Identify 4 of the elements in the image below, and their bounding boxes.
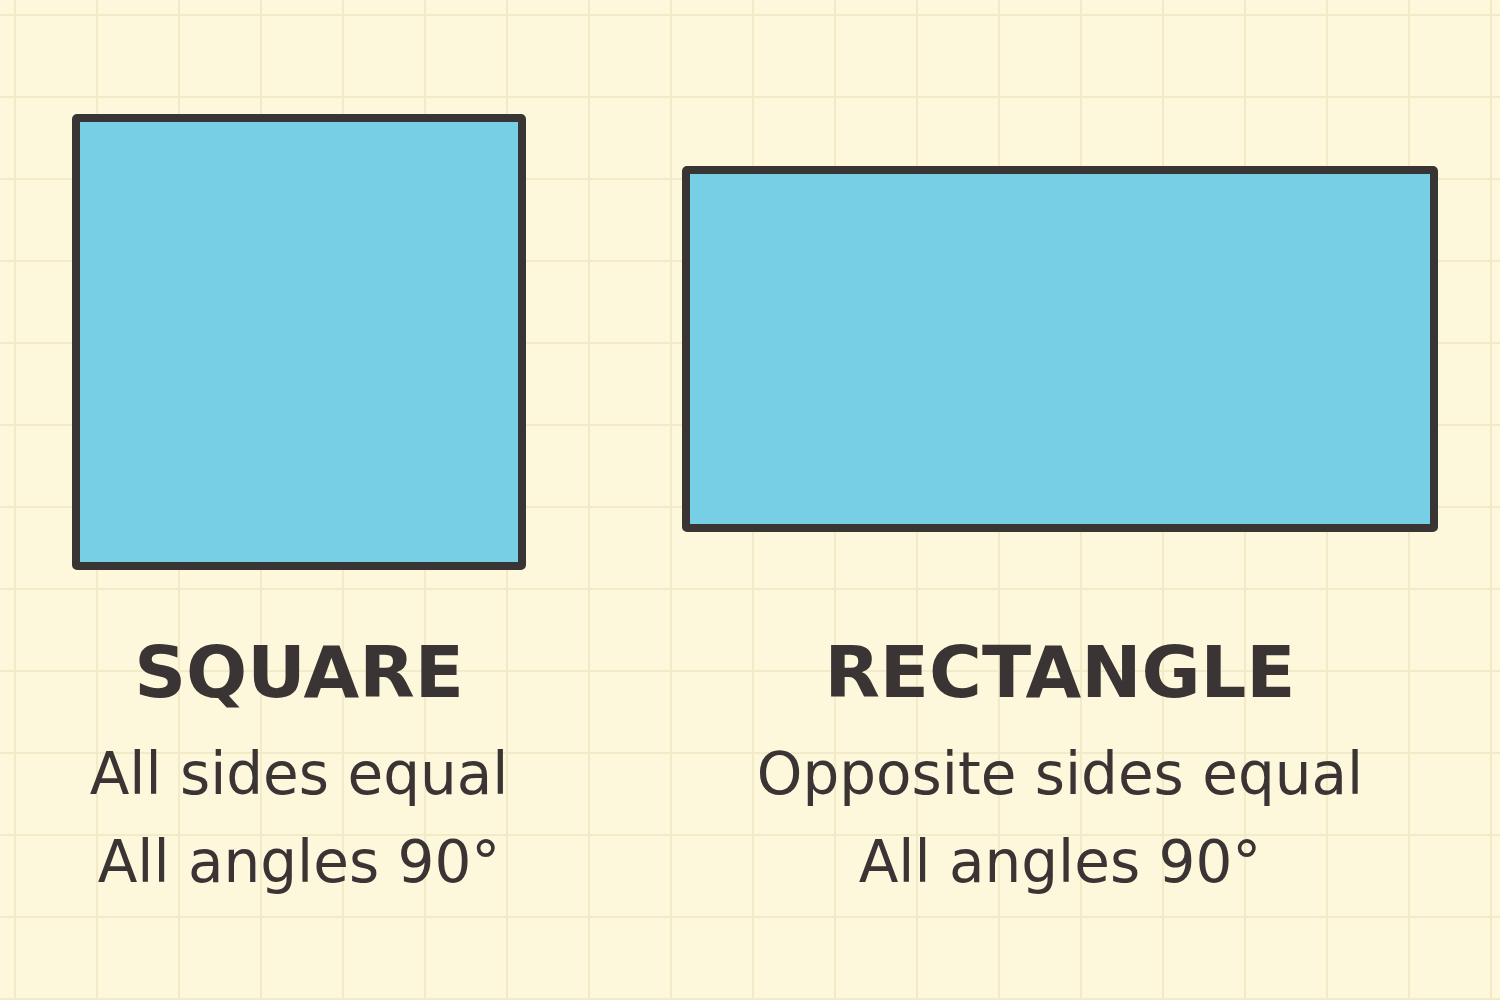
shape-description: All sides equal All angles 90° <box>88 739 510 898</box>
shape-description: Opposite sides equal All angles 90° <box>755 739 1365 898</box>
shape-title: SQUARE <box>133 630 465 714</box>
shape-title: RECTANGLE <box>823 630 1297 714</box>
